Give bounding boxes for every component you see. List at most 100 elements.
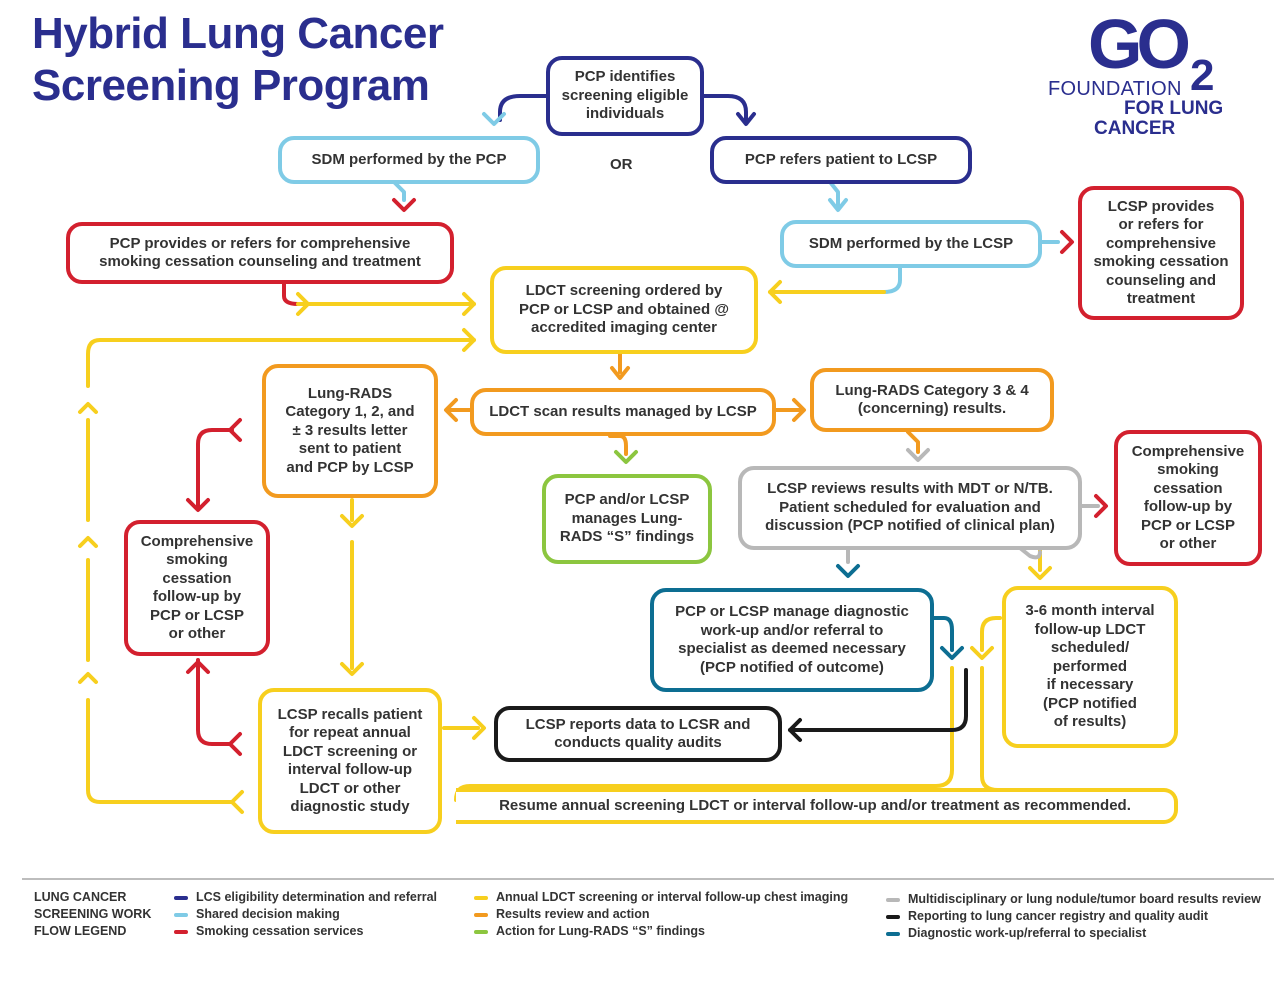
box-lcsp-reports: LCSP reports data to LCSR and conducts q…: [494, 706, 782, 762]
yellow-connectors: [78, 280, 1052, 820]
arrowhead-g: [340, 662, 364, 676]
legend-item-reporting: Reporting to lung cancer registry and qu…: [886, 908, 1208, 925]
connector-results-down: [608, 434, 628, 456]
legend-item-eligibility: LCS eligibility determination and referr…: [174, 889, 437, 906]
teal-connectors: [836, 564, 964, 660]
arrowhead-n: [792, 398, 806, 422]
arrowhead-h: [472, 716, 486, 740]
connector-left-red-down: [196, 428, 234, 508]
arrowhead-d: [462, 328, 476, 352]
legend-item-ldct: Annual LDCT screening or interval follow…: [474, 889, 848, 906]
logo-superscript: 2: [1190, 51, 1215, 100]
connector-sdm-lcsp-down: [882, 266, 902, 294]
legend-label: Diagnostic work-up/referral to specialis…: [908, 926, 1147, 940]
box-pcp-s-findings: PCP and/or LCSP manages Lung- RADS “S” f…: [542, 474, 712, 564]
arrowhead-l: [610, 366, 630, 380]
box-comp-followup-right: Comprehensive smoking cessation follow-u…: [1114, 430, 1262, 566]
go2-foundation-logo: GO 2 FOUNDATION FOR LUNG CANCER: [1040, 6, 1260, 146]
box-pcp-refers: PCP refers patient to LCSP: [710, 136, 972, 184]
legend-swatch: [886, 931, 900, 936]
arrowhead-c: [768, 280, 782, 304]
box-resume: Resume annual screening LDCT or interval…: [456, 788, 1178, 824]
logo-for-lung-text: FOR LUNG: [1124, 98, 1224, 119]
title-line-1: Hybrid Lung Cancer: [32, 9, 444, 58]
arrowhead-left-red: [228, 418, 242, 442]
legend-swatch: [174, 895, 188, 900]
box-lcsp-recalls: LCSP recalls patient for repeat annual L…: [258, 688, 442, 834]
connector-to-pcp-refers: [702, 94, 748, 122]
loop-left-bottom: [86, 698, 234, 804]
arrowhead-b: [462, 292, 476, 316]
box-sdm-pcp: SDM performed by the PCP: [278, 136, 540, 184]
legend-item-cessation: Smoking cessation services: [174, 923, 363, 940]
legend-title: LUNG CANCER SCREENING WORK FLOW LEGEND: [34, 890, 152, 938]
arrowhead-to-sdm-lcsp: [828, 198, 848, 212]
arrowhead-m: [444, 398, 458, 422]
arrowhead-j: [970, 646, 994, 660]
box-ldct-results: LDCT scan results managed by LCSP: [470, 388, 776, 436]
logo-foundation-text: FOUNDATION: [1048, 78, 1182, 100]
arrowhead-s: [788, 718, 802, 742]
legend-swatch: [886, 897, 900, 902]
arrowhead-to-sdm-pcp: [482, 112, 506, 126]
chevron-up-2: [78, 536, 98, 548]
box-comp-followup-left: Comprehensive smoking cessation follow-u…: [124, 520, 270, 656]
box-lungrads-123: Lung-RADS Category 1, 2, and ± 3 results…: [262, 364, 438, 498]
box-pcp-identifies: PCP identifies screening eligible indivi…: [546, 56, 704, 136]
logo-cancer-text: CANCER: [1094, 118, 1176, 139]
lightblue-connectors: [392, 112, 1060, 294]
legend-item-results: Results review and action: [474, 906, 650, 923]
black-connectors: [788, 668, 968, 742]
arrowhead-up-comp-left: [186, 660, 210, 674]
legend-swatch: [474, 895, 488, 900]
red-connectors: [186, 198, 1108, 756]
legend-label: Annual LDCT screening or interval follow…: [496, 890, 849, 904]
connector-to-sdm-pcp: [498, 94, 548, 122]
logo-mark: GO: [1088, 5, 1191, 83]
legend-divider: [22, 878, 1274, 880]
box-lcsp-reviews: LCSP reviews results with MDT or N/TB. P…: [738, 466, 1082, 550]
legend-item-diagnostic: Diagnostic work-up/referral to specialis…: [886, 925, 1146, 942]
arrowhead-recall-red: [228, 732, 242, 756]
arrowhead-to-pcp-refers: [736, 112, 756, 126]
connector-resume-right: [980, 666, 1000, 792]
legend-item-multidisciplinary: Multidisciplinary or lung nodule/tumor b…: [886, 891, 1261, 908]
connector-pcp-refers-down: [828, 180, 840, 208]
legend-item-s-findings: Action for Lung-RADS “S” findings: [474, 923, 705, 940]
connector-pcp-cessation-down: [282, 280, 300, 306]
connector-loop-top: [86, 338, 476, 388]
legend-swatch: [474, 912, 488, 917]
arrowhead-to-pcp-cessation: [392, 198, 416, 212]
legend-label: Results review and action: [496, 907, 650, 921]
legend-label: Shared decision making: [196, 907, 340, 921]
gray-connectors: [846, 448, 1100, 564]
orange-connectors: [444, 352, 920, 456]
green-connectors: [614, 450, 638, 464]
arrowhead-to-comp-right: [1094, 494, 1108, 518]
title-line-2: Screening Program: [32, 61, 430, 110]
connector-interval-left: [980, 616, 1002, 652]
legend-swatch: [474, 929, 488, 934]
box-lcsp-cessation: LCSP provides or refers for comprehensiv…: [1078, 186, 1244, 320]
connector-to-reports: [788, 668, 968, 732]
legend-swatch: [174, 912, 188, 917]
legend-label: Reporting to lung cancer registry and qu…: [908, 909, 1209, 923]
chevron-up-1: [78, 402, 98, 414]
box-pcp-cessation: PCP provides or refers for comprehensive…: [66, 222, 454, 284]
legend-item-sdm: Shared decision making: [174, 906, 340, 923]
connector-comp-left-to-recalls: [196, 658, 232, 746]
arrowhead-f: [340, 514, 364, 528]
connector-diagnostic-right: [932, 616, 954, 652]
legend-label: Smoking cessation services: [196, 924, 364, 938]
arrowhead-r: [940, 646, 964, 660]
arrowhead-to-comp-left: [186, 498, 210, 512]
legend-swatch: [886, 914, 900, 919]
box-sdm-lcsp: SDM performed by the LCSP: [780, 220, 1042, 268]
box-lungrads-34: Lung-RADS Category 3 & 4 (concerning) re…: [810, 368, 1054, 432]
box-interval-followup: 3-6 month interval follow-up LDCT schedu…: [1002, 586, 1178, 748]
legend-label: Multidisciplinary or lung nodule/tumor b…: [908, 892, 1261, 906]
navy-connectors: [498, 94, 756, 126]
page-title: Hybrid Lung Cancer Screening Program: [32, 8, 444, 112]
legend-label: LCS eligibility determination and referr…: [196, 890, 438, 904]
